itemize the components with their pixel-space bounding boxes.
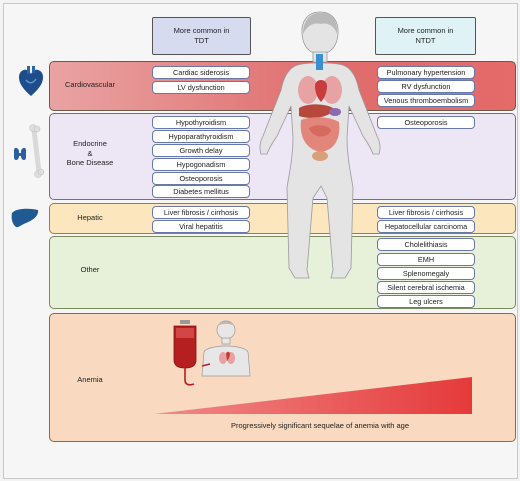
tdt-growth-delay: Growth delay [152, 144, 250, 157]
category-endocrine-line2: & [87, 148, 93, 158]
tdt-cardiac-siderosis: Cardiac siderosis [152, 66, 250, 79]
category-anemia: Anemia [77, 375, 103, 384]
ntdt-silent-cerebral-ischemia: Silent cerebral ischemia [377, 281, 475, 294]
category-endocrine-line1: Endocrine [73, 139, 107, 148]
category-endocrine-line3: Bone Disease [66, 158, 114, 167]
header-ntdt-line1: More common in [397, 26, 454, 35]
heart-icon [19, 66, 43, 96]
header-tdt-line2: TDT [194, 36, 209, 45]
ntdt-leg-ulcers: Leg ulcers [377, 295, 475, 308]
tdt-liver-fibrosis: Liver fibrosis / cirrhosis [152, 206, 250, 219]
ntdt-liver-fibrosis: Liver fibrosis / cirrhosis [377, 206, 475, 219]
tdt-lv-dysfunction: LV dysfunction [152, 81, 250, 94]
band-anemia [49, 313, 516, 442]
category-other: Other [80, 265, 100, 274]
ntdt-cholelithiasis: Cholelithiasis [377, 238, 475, 251]
header-tdt: More common in TDT [152, 17, 251, 55]
thyroid-icon [14, 147, 26, 160]
ntdt-venous-thromboembolism: Venous thromboembolism [377, 94, 475, 107]
ntdt-emh: EMH [377, 253, 475, 266]
ntdt-splenomegaly: Splenomegaly [377, 267, 475, 280]
ntdt-pulmonary-hypertension: Pulmonary hypertension [377, 66, 475, 79]
tdt-hypothyroidism: Hypothyroidism [152, 116, 250, 129]
ntdt-rv-dysfunction: RV dysfunction [377, 80, 475, 93]
ntdt-osteoporosis: Osteoporosis [377, 116, 475, 129]
patient-bust-icon [201, 320, 251, 377]
header-ntdt-line2: NTDT [415, 36, 436, 45]
blood-bag-icon [173, 320, 197, 386]
bone-icon [29, 124, 45, 178]
tdt-hypoparathyroidism: Hypoparathyroidism [152, 130, 250, 143]
human-body-figure [259, 11, 381, 279]
tdt-osteoporosis: Osteoporosis [152, 172, 250, 185]
tdt-diabetes-mellitus: Diabetes mellitus [152, 185, 250, 198]
liver-icon [11, 208, 39, 228]
category-hepatic: Hepatic [77, 213, 103, 222]
anemia-progression-wedge [154, 377, 472, 414]
ntdt-hepatocellular-carcinoma: Hepatocellular carcinoma [377, 220, 475, 233]
header-ntdt: More common in NTDT [375, 17, 476, 55]
tdt-hypogonadism: Hypogonadism [152, 158, 250, 171]
category-cardiovascular: Cardiovascular [64, 80, 116, 89]
tdt-viral-hepatitis: Viral hepatitis [152, 220, 250, 233]
header-tdt-line1: More common in [173, 26, 230, 35]
anemia-caption: Progressively significant sequelae of an… [230, 421, 409, 430]
category-endocrine: Endocrine & Bone Disease [55, 139, 125, 168]
